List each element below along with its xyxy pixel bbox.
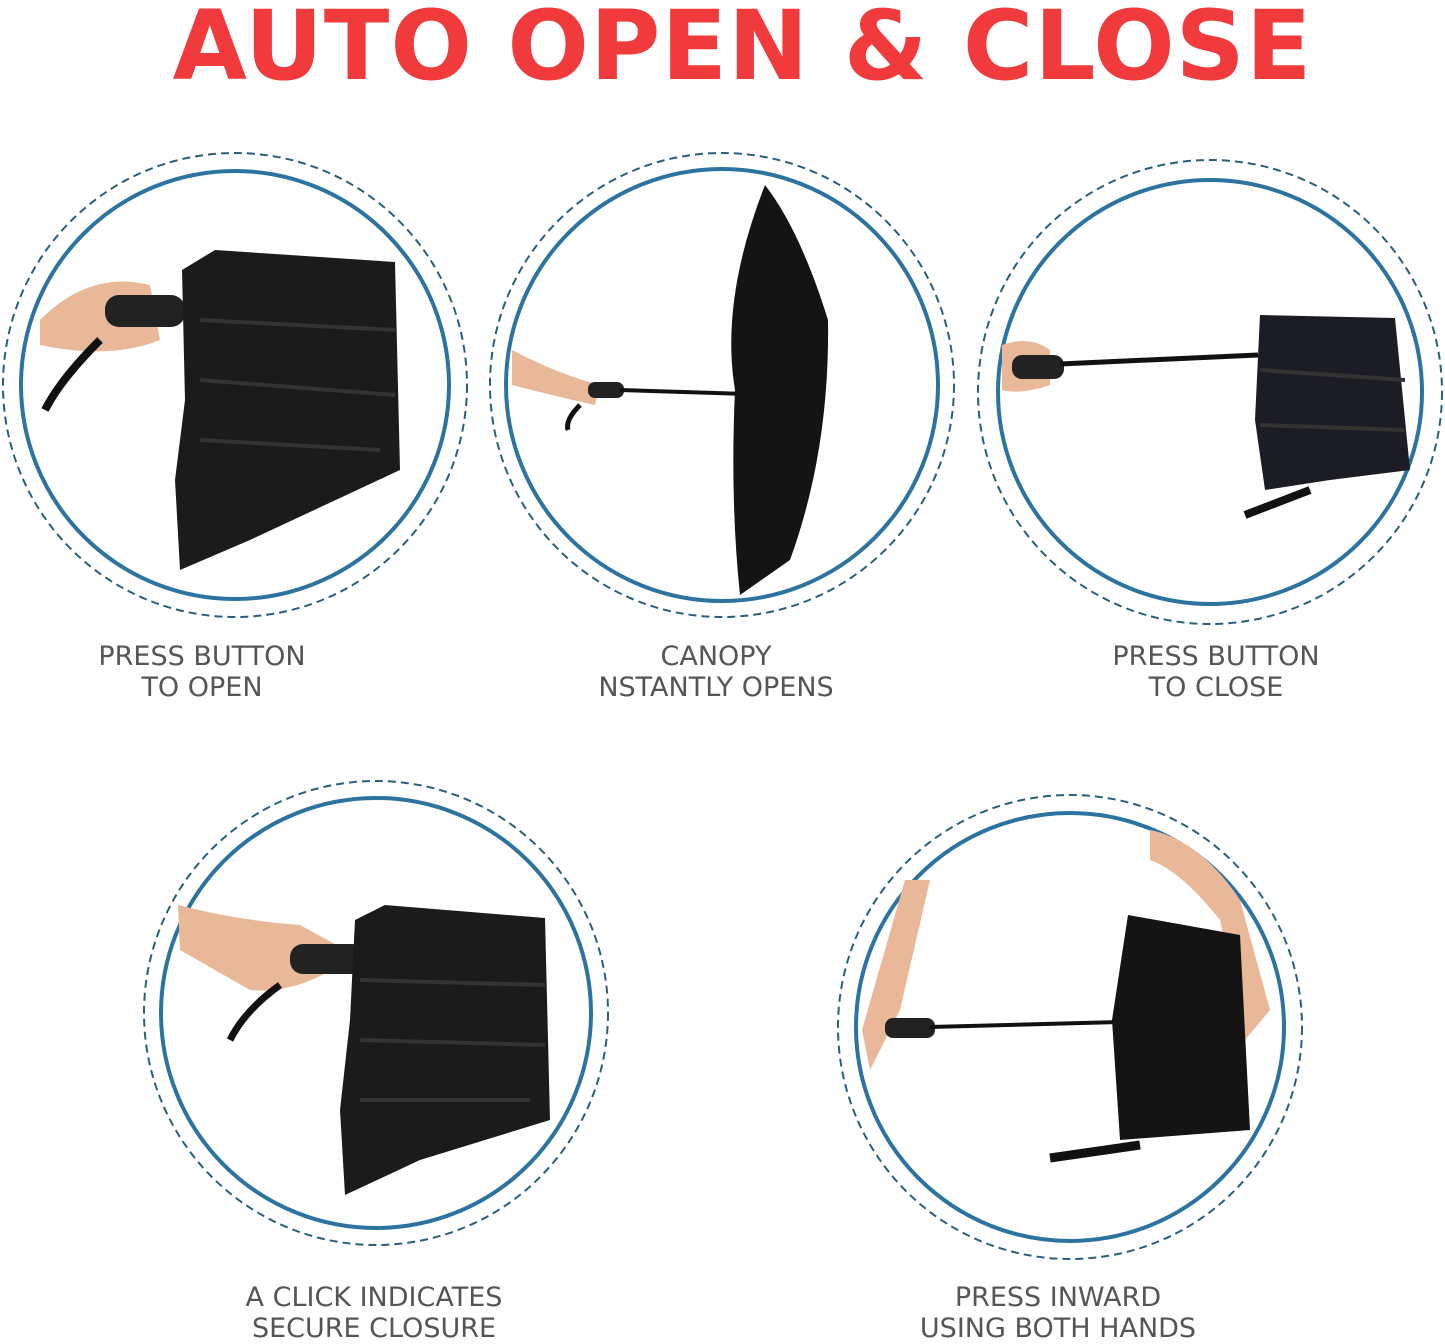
closed-umbrella-image xyxy=(40,250,400,570)
step-4-caption: A CLICK INDICATES SECURE CLOSURE xyxy=(174,1282,574,1344)
caption-line-2: SECURE CLOSURE xyxy=(251,1313,497,1344)
caption-line-2: NSTANTLY OPENS xyxy=(598,672,834,703)
caption-line-2: USING BOTH HANDS xyxy=(919,1313,1197,1344)
step-3-caption: PRESS BUTTON TO CLOSE xyxy=(1016,641,1416,703)
step-3-circle xyxy=(977,159,1443,625)
caption-line-1: PRESS INWARD xyxy=(954,1282,1162,1313)
page-title: AUTO OPEN & CLOSE xyxy=(172,0,1313,102)
step-5-caption: PRESS INWARD USING BOTH HANDS xyxy=(858,1282,1258,1344)
caption-line-1: CANOPY xyxy=(660,641,772,672)
step-5-circle xyxy=(837,794,1303,1260)
closing-umbrella-image xyxy=(1002,315,1410,519)
caption-line-1: PRESS BUTTON xyxy=(1112,641,1320,672)
step-2-circle xyxy=(489,152,955,618)
caption-line-1: PRESS BUTTON xyxy=(98,641,306,672)
open-umbrella-image xyxy=(512,185,829,595)
two-hands-umbrella-image xyxy=(862,830,1270,1163)
step-2-caption: CANOPY NSTANTLY OPENS xyxy=(516,641,916,703)
step-4-circle xyxy=(143,780,609,1246)
caption-line-2: TO OPEN xyxy=(141,672,263,703)
step-1-circle xyxy=(2,152,468,618)
step-1-caption: PRESS BUTTON TO OPEN xyxy=(2,641,402,703)
closed-umbrella-image xyxy=(178,905,550,1195)
caption-line-2: TO CLOSE xyxy=(1148,672,1284,703)
caption-line-1: A CLICK INDICATES xyxy=(245,1282,503,1313)
